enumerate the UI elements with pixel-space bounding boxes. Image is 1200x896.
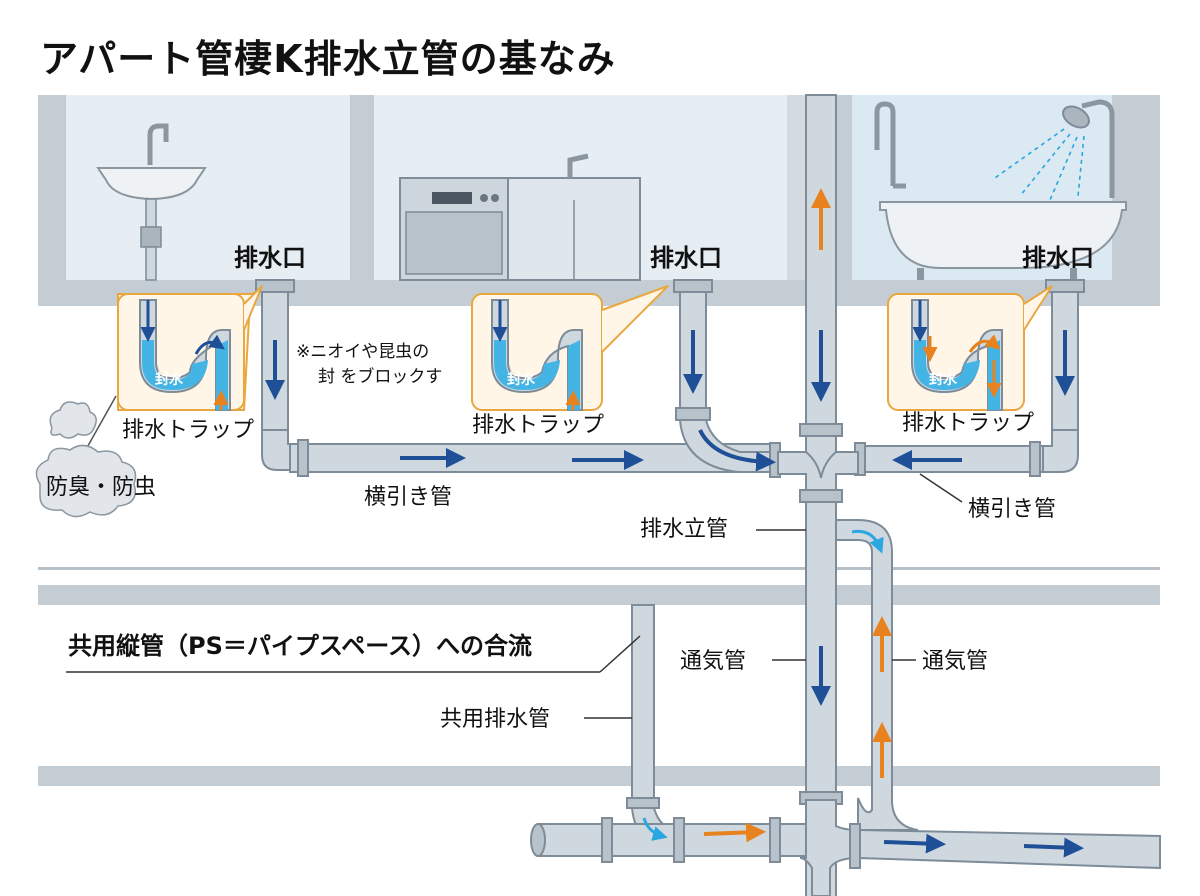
- pipe-space-heading: 共用縦管（PS＝パイプスペース）への合流: [68, 632, 532, 660]
- shower-head-icon: [1062, 105, 1090, 129]
- labels: 排水口 排水口 排水口 ※ニオイや昆虫の 封 をブロックす 排水トラップ 排水ト…: [66, 244, 1094, 732]
- drain-outlet-label-middle: 排水口: [650, 244, 722, 272]
- washbasin: [96, 123, 207, 281]
- slab-line-upper: [38, 567, 1160, 570]
- kitchen-faucet-icon: [567, 153, 589, 178]
- main-sewer-left: [537, 823, 807, 857]
- drain-outlet-label-right: 排水口: [1022, 244, 1094, 272]
- trap-label-right: 排水トラップ: [902, 411, 1034, 436]
- drain-flow-arrows: [265, 330, 1084, 858]
- vent-flow-arrows: [703, 188, 892, 843]
- tub-icon: [879, 201, 1127, 269]
- shower-pipe: [1081, 99, 1115, 198]
- vent-pipe-label-right: 通気管: [922, 649, 988, 674]
- main-sewer-right: [799, 799, 1161, 896]
- floor-slab-lower: [38, 766, 1160, 786]
- trap-callout-left: 封水: [79, 285, 263, 461]
- floor-slab-middle: [38, 585, 1160, 605]
- air-flow-arrows: [642, 529, 884, 841]
- trap-callout-middle: 封水: [471, 285, 669, 411]
- common-drain-label: 共用排水管: [440, 707, 550, 732]
- seal-water-label-left: 封水: [155, 371, 184, 388]
- pipe-space-wall-left: [787, 95, 805, 280]
- stack-tee: [777, 451, 859, 491]
- branch-pipe-label-right: 横引き管: [968, 497, 1056, 522]
- seal-water-label-right: 封水: [929, 371, 958, 388]
- bathtub: [874, 99, 1127, 280]
- drain-stack-label: 排水立管: [640, 517, 728, 542]
- shower-water: [991, 128, 1085, 201]
- trap-label-middle: 排水トラップ: [472, 413, 604, 438]
- odor-insect-label: 防臭・防虫: [46, 475, 156, 500]
- faucet-icon: [147, 123, 169, 165]
- seal-water-label-middle: 封水: [507, 371, 536, 388]
- trap-label-left: 排水トラップ: [122, 418, 254, 443]
- wall-left: [38, 95, 66, 295]
- odor-cloud-icon: 防臭・防虫: [35, 401, 156, 518]
- wall-divider-1: [350, 95, 374, 280]
- vent-pipe-label-left: 通気管: [680, 649, 746, 674]
- common-drain-vertical: [631, 604, 655, 806]
- wall-right: [1112, 95, 1160, 280]
- branch-pipe-label-left: 横引き管: [364, 485, 452, 510]
- trap-callout-right: 封水: [887, 285, 1053, 411]
- kitchen-counter: [399, 153, 641, 281]
- note-line-1: ※ニオイや昆虫の: [296, 342, 429, 362]
- drain-outlet-label-left: 排水口: [234, 244, 306, 272]
- wall-divider-2: [836, 95, 852, 280]
- note-line-2: 封 をブロックす: [318, 366, 442, 387]
- page-title: アパート管棲K排水立管の基なみ: [40, 37, 616, 81]
